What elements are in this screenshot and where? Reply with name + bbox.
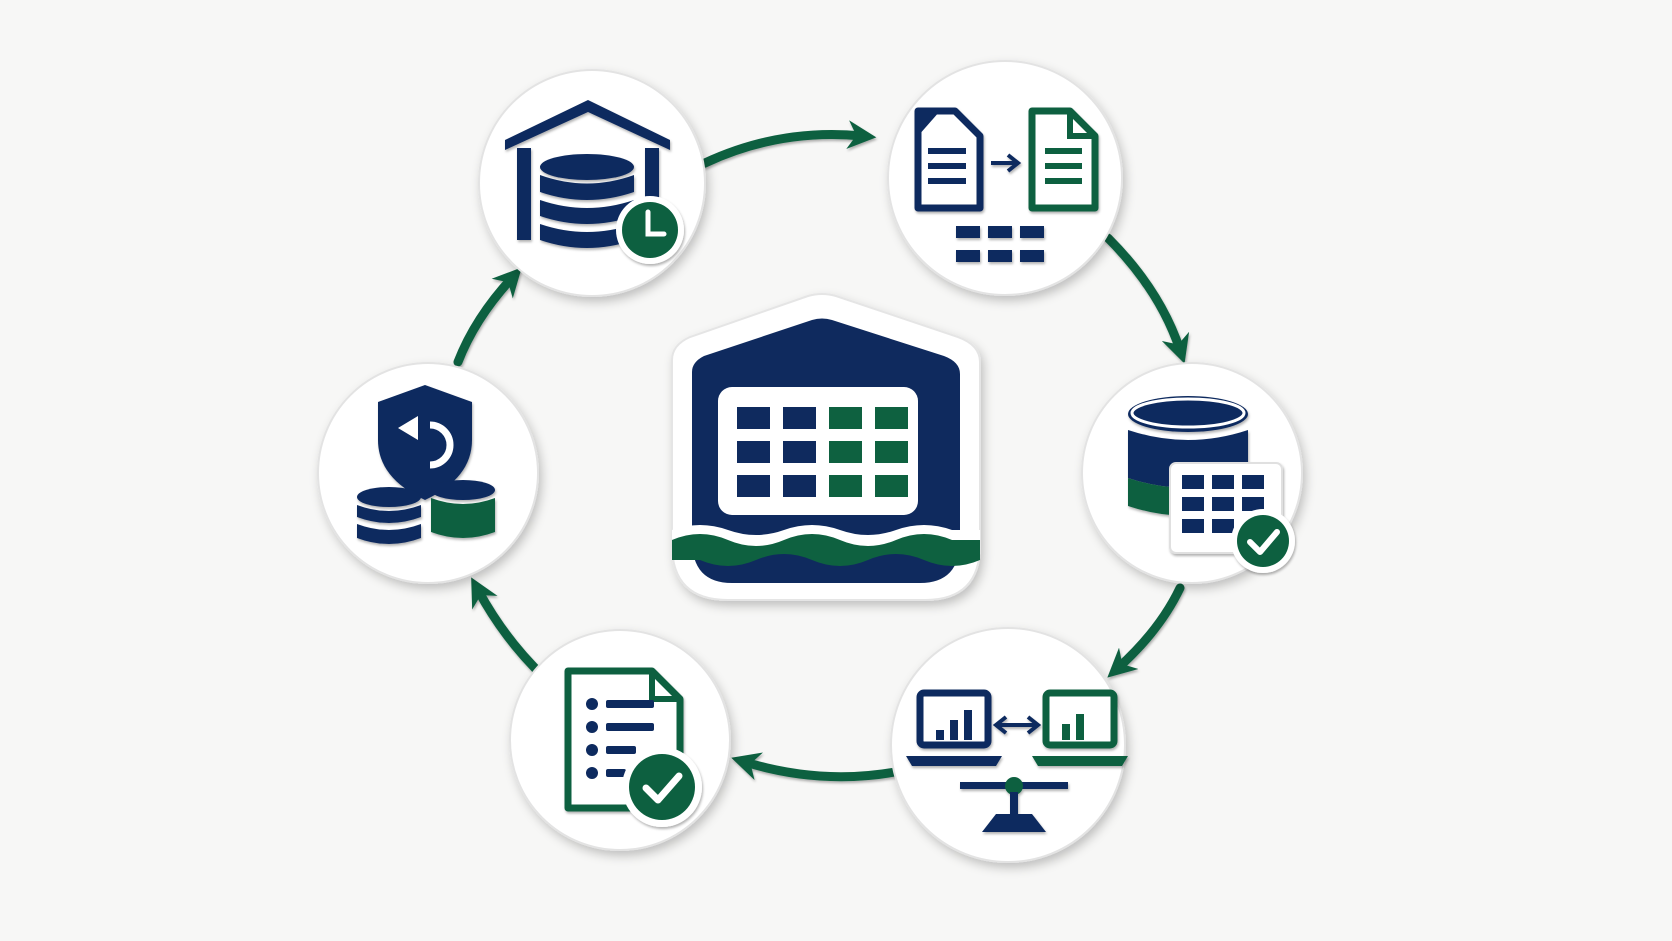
node-acid-tables bbox=[1081, 362, 1303, 584]
arrow-audit-to-backup bbox=[471, 577, 550, 683]
data-lakehouse-table-icon bbox=[671, 293, 981, 601]
database-table-check-icon bbox=[1128, 396, 1295, 573]
arrow-schema-to-acid bbox=[1103, 233, 1190, 364]
document-list-check-icon bbox=[564, 667, 702, 827]
laptops-sync-balance-icon bbox=[906, 689, 1128, 832]
arrow-backup-to-timetravel bbox=[453, 267, 522, 367]
file-transform-grid-icon bbox=[914, 107, 1099, 262]
node-time-travel bbox=[478, 69, 706, 297]
node-backup-restore bbox=[317, 362, 539, 584]
warehouse-database-clock-icon bbox=[505, 100, 684, 264]
arrow-timetravel-to-schema bbox=[700, 120, 877, 168]
node-schema-evolution bbox=[887, 60, 1123, 296]
arrow-acid-to-sharing bbox=[1107, 583, 1185, 678]
arrow-sharing-to-audit bbox=[731, 752, 900, 782]
node-data-sharing bbox=[890, 627, 1128, 863]
node-audit-compliance bbox=[509, 629, 731, 851]
shield-undo-coins-icon bbox=[357, 385, 495, 544]
